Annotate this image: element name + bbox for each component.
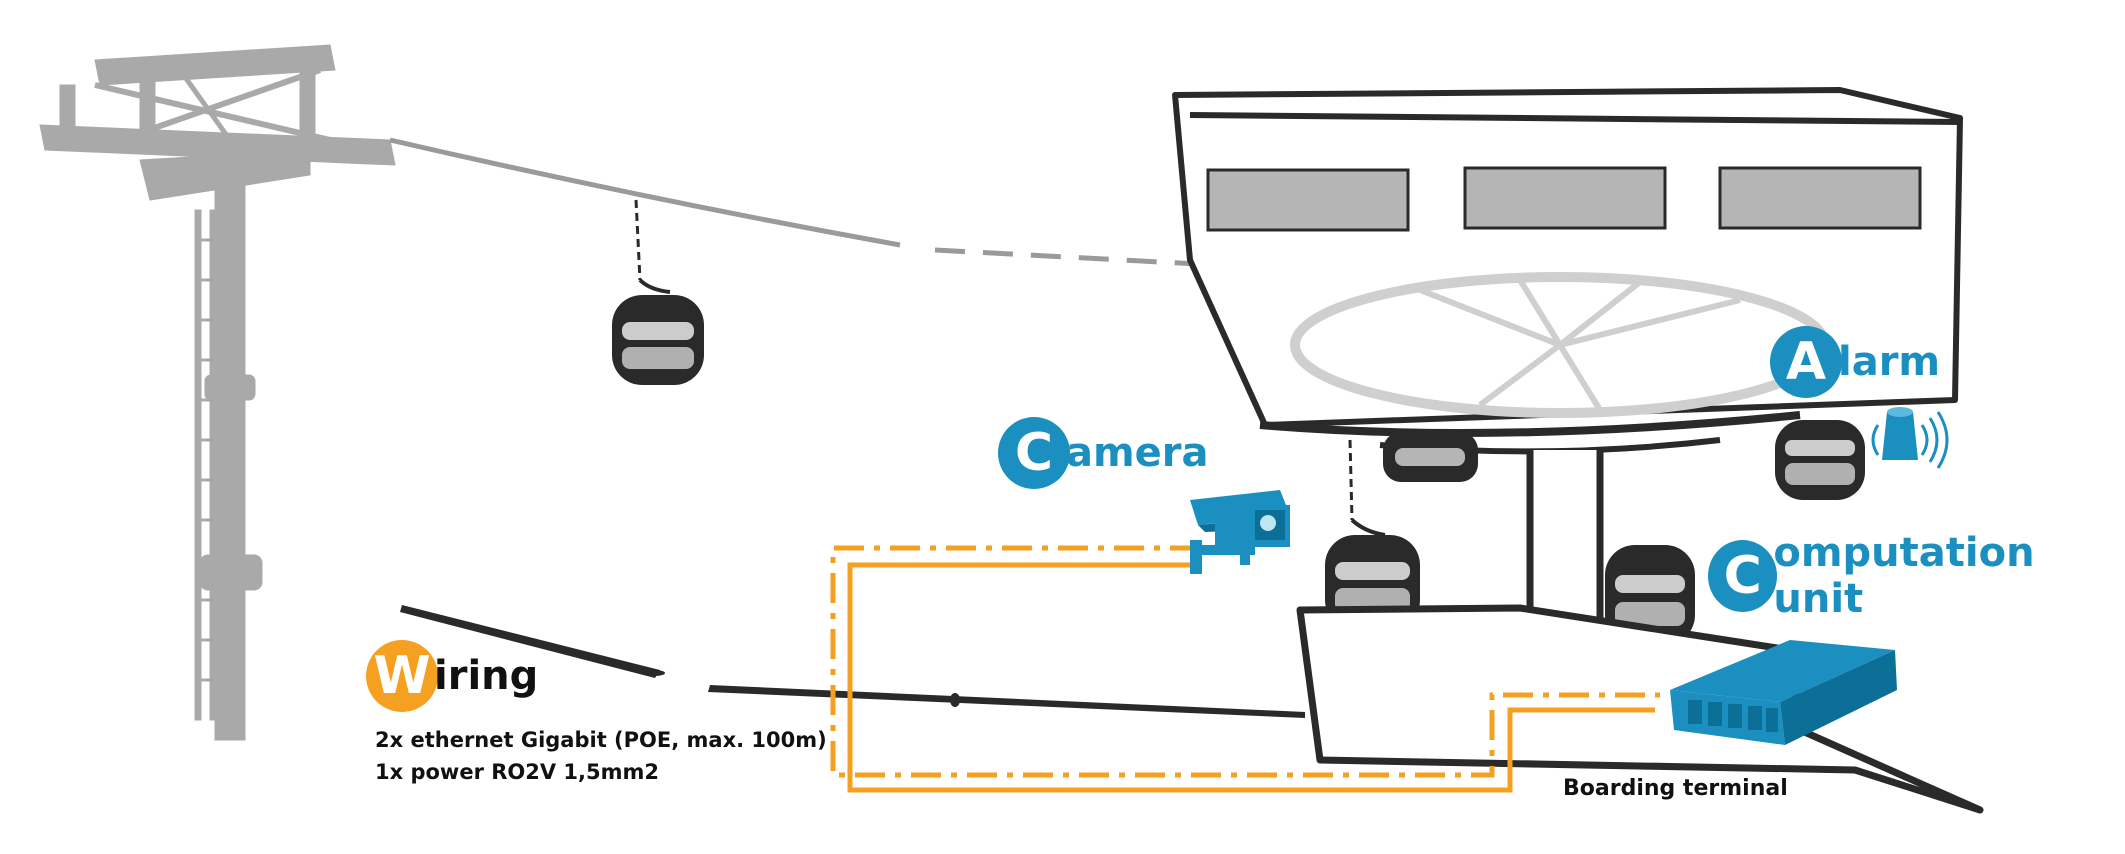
gondola-icon [612, 199, 704, 385]
wiring-note-ethernet: 2x ethernet Gigabit (POE, max. 100m) [375, 728, 827, 752]
orange-wiring [830, 545, 1660, 793]
camera-label: C amera [998, 417, 1209, 489]
wiring-note-power: 1x power RO2V 1,5mm2 [375, 760, 660, 784]
camera-label-text: amera [1066, 430, 1209, 476]
camera-icon [1190, 490, 1290, 574]
alarm-label: A larm [1770, 326, 1940, 398]
camera-label-initial: C [998, 417, 1070, 489]
wiring-label-text: iring [434, 653, 539, 699]
gondola-icon [1775, 420, 1865, 500]
gondola-icon [1605, 545, 1695, 645]
alarm-beacon-icon [1871, 407, 1949, 469]
wiring-cable [400, 605, 1305, 718]
station-roof [1172, 87, 1963, 455]
computation-unit-label-initial: C [1708, 540, 1778, 612]
computation-unit-label: C omputation unit [1708, 530, 2125, 622]
haul-cable [389, 137, 901, 248]
pylon-icon [39, 44, 396, 741]
gondola-icon [1383, 432, 1478, 482]
alarm-label-text: larm [1838, 339, 1941, 385]
computation-unit-label-text: omputation unit [1773, 530, 2035, 622]
wiring-label-initial: W [366, 640, 438, 712]
wiring-label: W iring [366, 640, 538, 712]
alarm-label-initial: A [1770, 326, 1842, 398]
boarding-terminal-label: Boarding terminal [1563, 776, 1788, 801]
computation-unit-icon [1670, 640, 1897, 745]
